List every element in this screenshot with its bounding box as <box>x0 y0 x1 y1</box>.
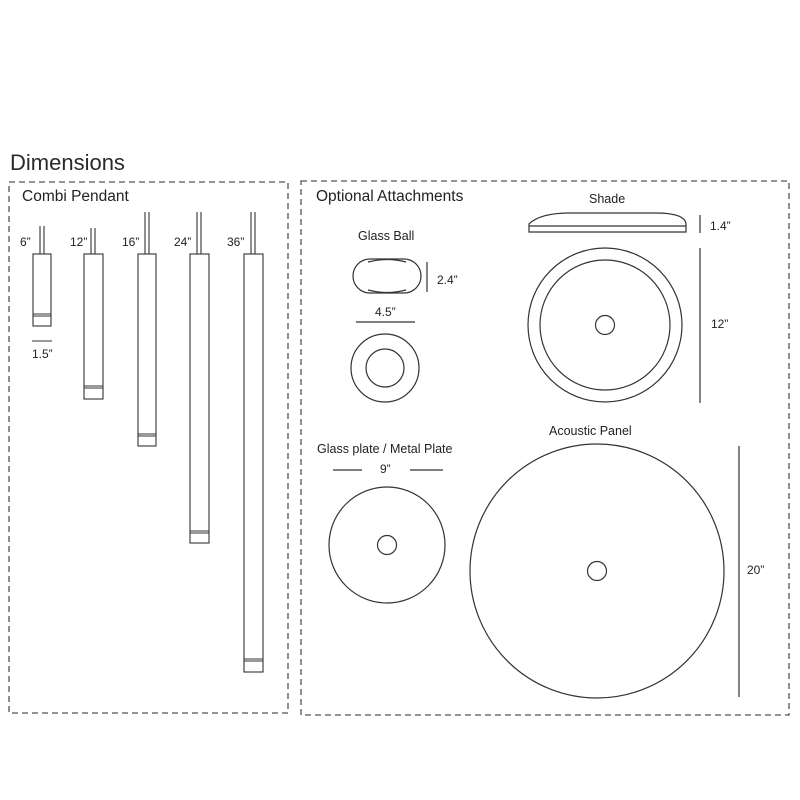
pendant-36-drawing <box>243 212 264 673</box>
pendant-size-12: 12” <box>70 235 88 249</box>
shade-diameter: 12” <box>711 317 729 331</box>
combi-pendant-frame <box>8 181 289 714</box>
acoustic-panel-drawing <box>469 443 740 699</box>
pendant-heading: Combi Pendant <box>22 188 129 205</box>
pendant-24-drawing <box>189 212 210 544</box>
shade-top-drawing <box>527 247 701 403</box>
glass-ball-side-drawing <box>352 258 428 323</box>
acoustic-panel-label: Acoustic Panel <box>549 424 632 438</box>
shade-label: Shade <box>589 192 626 206</box>
glass-ball-height: 2.4” <box>437 273 458 287</box>
pendant-size-16: 16” <box>122 235 140 249</box>
glass-ball-label: Glass Ball <box>358 229 415 243</box>
pendant-16-drawing <box>137 212 157 447</box>
page-title: Dimensions <box>10 150 125 175</box>
pendant-width-label: 1.5” <box>32 347 53 361</box>
pendant-12-drawing <box>83 228 104 400</box>
glass-ball-top-drawing <box>350 333 420 403</box>
acoustic-panel-diameter: 20” <box>747 563 765 577</box>
pendant-6-drawing <box>32 226 52 342</box>
attachments-heading: Optional Attachments <box>316 188 464 205</box>
glass-plate-diameter: 9” <box>380 462 391 476</box>
glass-plate-label: Glass plate / Metal Plate <box>317 442 453 456</box>
glass-plate-drawing <box>328 469 446 604</box>
glass-ball-width: 4.5” <box>375 305 396 319</box>
pendant-size-36: 36” <box>227 235 245 249</box>
pendant-size-6: 6” <box>20 235 31 249</box>
pendant-size-24: 24” <box>174 235 192 249</box>
optional-attachments-frame <box>300 180 790 716</box>
shade-side-drawing <box>528 212 701 233</box>
shade-height: 1.4” <box>710 219 731 233</box>
